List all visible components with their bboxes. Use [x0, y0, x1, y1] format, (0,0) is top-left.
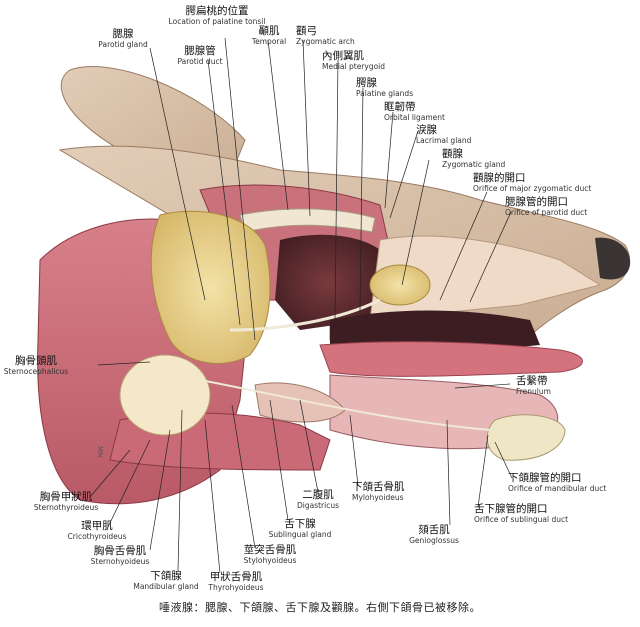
label-medial-pterygoid: 內側翼肌 Medial pterygoid	[322, 50, 386, 71]
label-thyrohyoideus: 甲狀舌骨肌 Thyrohyoideus	[208, 571, 264, 592]
label-frenulum: 舌繫帶 Frenulum	[516, 375, 551, 396]
tongue	[319, 341, 583, 377]
zygomatic-gland	[369, 264, 431, 306]
label-lacrimal-gland: 淚腺 Lacrimal gland	[416, 124, 472, 145]
label-cricothyroideus: 環甲肌 Cricothyroideus	[67, 520, 127, 541]
label-parotid-duct: 腮腺管 Parotid duct	[177, 45, 223, 66]
label-stylohyoideus: 莖突舌骨肌 Stylohyoideus	[243, 544, 297, 565]
figure-caption: 唾液腺：腮腺、下頜腺、舌下腺及顴腺。右側下頜骨已被移除。	[159, 601, 481, 614]
label-palatine-tonsil: 腭扁桃的位置 Location of palatine tonsil	[168, 5, 266, 26]
artist-signature: MN	[96, 446, 104, 458]
label-palatine-glands: 腭腺 Palatine glands	[356, 77, 414, 98]
upper-jaw	[369, 235, 602, 321]
label-orbital-ligament: 眶韌帶 Orbital ligament	[384, 101, 445, 122]
label-sternocephalicus: 胸骨頭肌 Sternocephalicus	[3, 355, 69, 376]
label-temporal: 顳肌 Temporal	[251, 25, 287, 46]
label-sublingual-gland: 舌下腺 Sublingual gland	[268, 518, 332, 539]
label-orifice-parotid-duct: 腮腺管的開口 Orifice of parotid duct	[505, 196, 588, 217]
leader-lines	[89, 37, 513, 574]
sublingual-gland	[254, 382, 346, 423]
label-zygomatic-gland: 顴腺 Zygomatic gland	[442, 148, 506, 169]
oral-cavity	[275, 234, 380, 330]
label-digastricus: 二腹肌 Digastricus	[296, 489, 340, 510]
label-zygomatic-arch: 顴弓 Zygomatic arch	[296, 25, 355, 46]
label-sternothyroideus: 胸骨甲狀肌 Sternothyroideus	[33, 491, 99, 512]
label-orifice-sublingual-duct: 舌下腺管的開口 Orifice of sublingual duct	[474, 503, 569, 524]
label-mandibular-gland: 下頜腺 Mandibular gland	[133, 570, 199, 591]
mandibular-gland	[119, 354, 211, 436]
label-parotid-gland: 腮腺 Parotid gland	[98, 28, 148, 49]
label-orifice-mandibular-duct: 下頜腺管的開口 Orifice of mandibular duct	[508, 472, 607, 493]
mandibular-duct	[199, 379, 491, 431]
label-orifice-zygomatic-duct: 顴腺的開口 Orifice of major zygomatic duct	[473, 172, 592, 193]
mandible-fragment	[486, 414, 566, 461]
label-mylohyoideus: 下頜舌骨肌 Mylohyoideus	[352, 481, 405, 502]
zygomatic-arch	[239, 208, 376, 233]
nose	[595, 237, 631, 280]
label-sternohyoideus: 胸骨舌骨肌 Sternohyoideus	[90, 545, 150, 566]
parotid-gland	[150, 210, 271, 364]
parotid-duct	[229, 298, 381, 332]
label-genioglossus: 頦舌肌 Genioglossus	[409, 524, 459, 545]
